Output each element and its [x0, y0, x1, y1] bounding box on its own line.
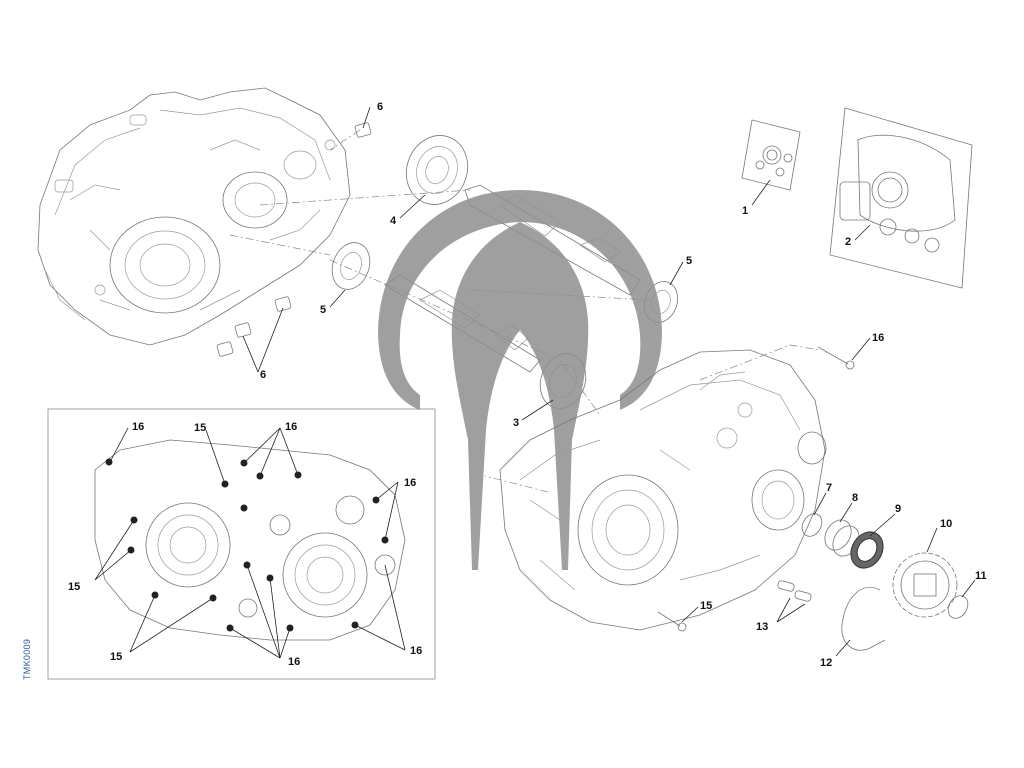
callout-4: 4	[390, 215, 397, 227]
inset-callout-16-br: 16	[410, 645, 422, 657]
inset-leader-lines	[94, 427, 406, 659]
dowel-icon	[216, 122, 372, 357]
callout-5a: 5	[320, 304, 326, 316]
callout-12: 12	[820, 657, 832, 669]
inset-callout-16-tl: 16	[132, 421, 144, 433]
gasket-set-icon	[829, 107, 973, 289]
callout-11: 11	[975, 570, 987, 582]
inset-panel	[47, 408, 436, 680]
callout-3: 3	[513, 417, 519, 429]
callout-7: 7	[826, 482, 832, 494]
left-crankcase-half	[37, 87, 351, 346]
callout-6b: 6	[260, 369, 266, 381]
callout-5b: 5	[686, 255, 692, 267]
chain-link-icon	[777, 580, 812, 602]
right-crankcase-half	[499, 349, 827, 631]
callout-15: 15	[700, 600, 712, 612]
bolt-hole-markers	[105, 458, 389, 632]
callout-1: 1	[742, 205, 748, 217]
circlip-icon	[801, 513, 969, 619]
watermark-logo	[378, 190, 662, 570]
leader-lines	[242, 106, 976, 657]
document-code: TMK0009	[22, 638, 42, 690]
callout-16: 16	[872, 332, 884, 344]
callout-8: 8	[852, 492, 858, 504]
callout-6a: 6	[377, 101, 383, 113]
oil-seal-icon	[850, 531, 884, 569]
sprocket-icon	[892, 552, 958, 618]
inset-callout-16-b: 16	[288, 656, 300, 668]
callout-2: 2	[845, 236, 851, 248]
inset-callout-16-t: 16	[285, 421, 297, 433]
gasket-kit-icon	[741, 119, 801, 191]
callout-10: 10	[940, 518, 952, 530]
callout-labels: 1 2 3 4 5 5 6 6 7 8 9 10 11 12 13 15 16 …	[68, 101, 987, 669]
inset-callout-15-l: 15	[68, 581, 80, 593]
document-code-text: TMK0009	[22, 638, 32, 680]
inset-callout-15-b: 15	[110, 651, 122, 663]
inset-callout-16-r: 16	[404, 477, 416, 489]
callout-9: 9	[895, 503, 901, 515]
bolt-icon	[657, 346, 855, 632]
callout-13: 13	[756, 621, 768, 633]
inset-callout-15-t: 15	[194, 422, 206, 434]
chain-icon	[841, 587, 886, 651]
